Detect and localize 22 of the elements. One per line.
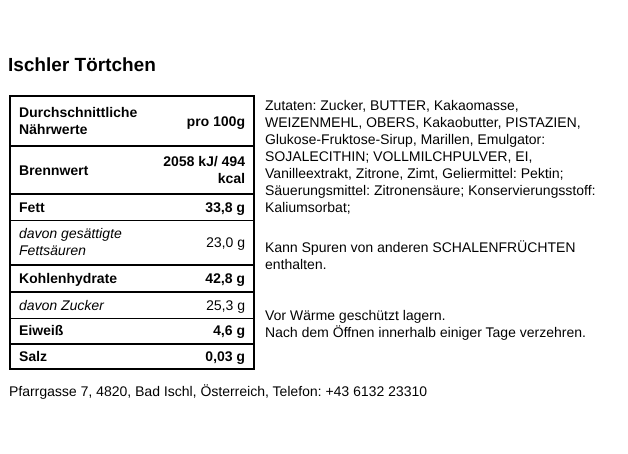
info-text: Nach dem Öffnen innerhalb einiger Tage verzehren.: [265, 324, 587, 341]
value-cell: pro 100g: [147, 96, 254, 146]
info-text: Zutaten: Zucker, BUTTER, Kakaomasse, WEIZENMEHL, OBERS, Kakaobutter, PISTAZIEN, Glukose-Fruktose-Sirup, Marillen, Emulgator: SOJALECITHIN; VOLLMILCHPULVER, EI, Vanilleextrakt, Zitrone, Zimt, Geliermittel: Pektin; Säuerungsmittel: Zitronensäure; Konservierungsstoff: Kaliumsorbat;: [265, 97, 596, 216]
value-cell: 2058 kJ/ 494 kcal: [147, 146, 254, 194]
nutrient-cell: Durchschnittliche Nährwerte: [10, 96, 147, 146]
value-cell: 42,8 g: [147, 265, 254, 292]
info-text: Vor Wärme geschützt lagern.: [265, 307, 447, 324]
value-cell: 33,8 g: [147, 194, 254, 220]
nutrient-cell: Eiweiß: [10, 318, 147, 344]
value-cell: 23,0 g: [147, 220, 254, 265]
value-cell: 0,03 g: [147, 344, 254, 369]
nutrient-cell: Salz: [10, 344, 147, 369]
nutrient-cell: Brennwert: [10, 146, 147, 194]
nutrient-cell: davon gesättigte Fettsäuren: [10, 220, 147, 265]
info-text: Kann Spuren von anderen SCHALENFRÜCHTEN enthalten.: [265, 239, 576, 273]
title: Ischler Törtchen: [8, 55, 156, 77]
nutrient-cell: Kohlenhydrate: [10, 265, 147, 292]
value-cell: 25,3 g: [147, 292, 254, 318]
nutrient-cell: davon Zucker: [10, 292, 147, 318]
value-cell: 4,6 g: [147, 318, 254, 344]
contact-line: Pfarrgasse 7, 4820, Bad Ischl, Österreich, Telefon: +43 6132 23310: [9, 383, 428, 400]
nutrient-cell: Fett: [10, 194, 147, 220]
